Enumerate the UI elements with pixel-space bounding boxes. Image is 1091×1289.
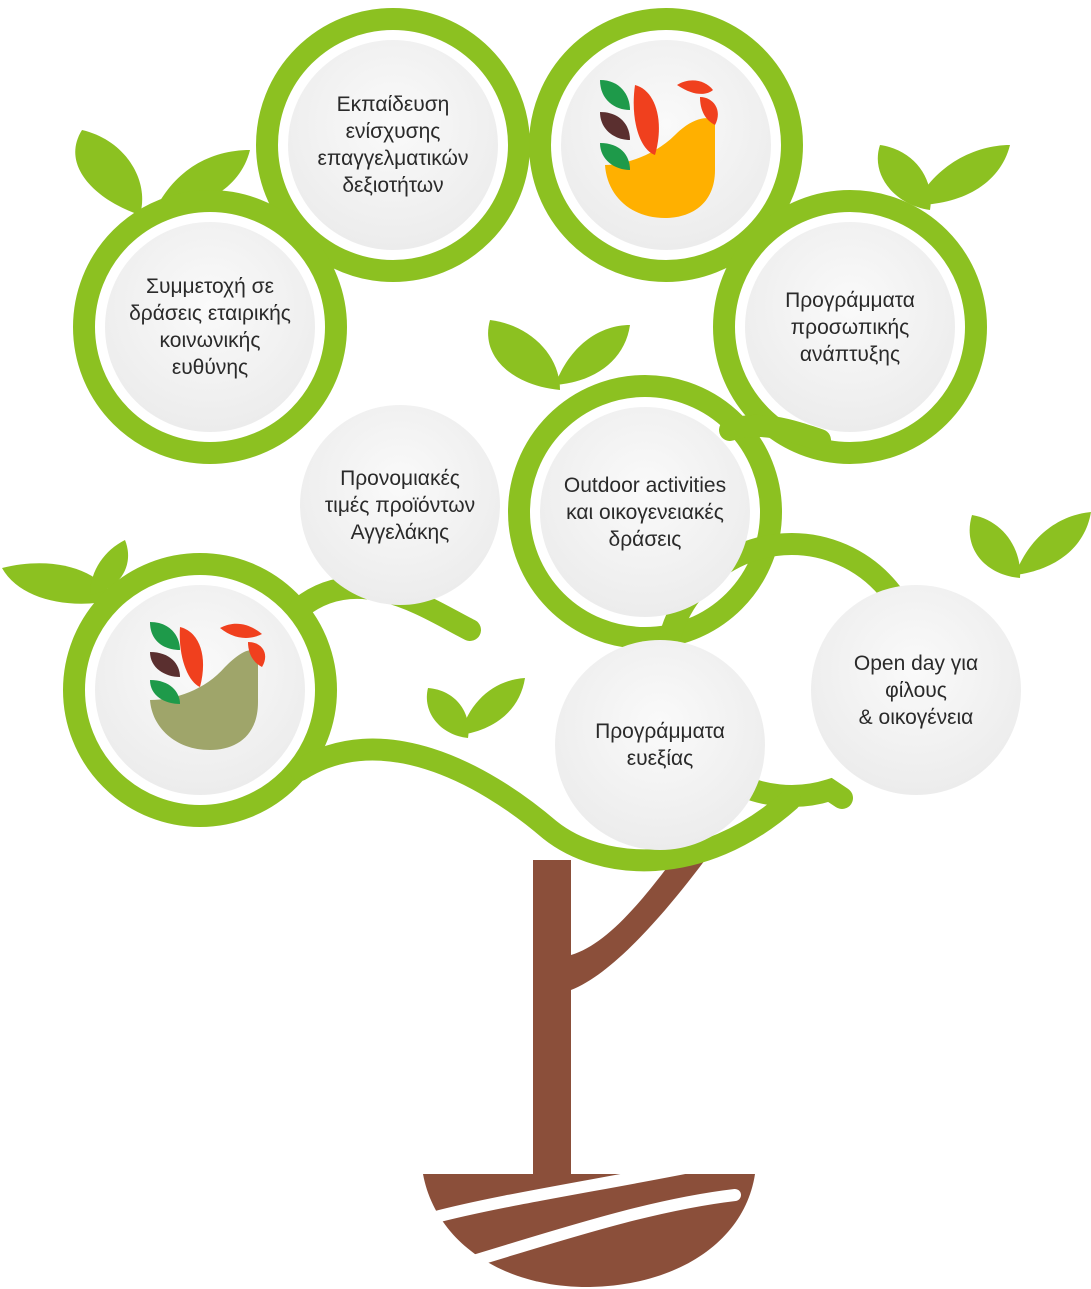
bubble-discounts <box>300 405 500 605</box>
leaf-pair-bottom-middle <box>426 678 525 738</box>
bubble-outdoor <box>540 407 750 617</box>
ring-training <box>256 8 530 282</box>
bubble-training <box>288 40 498 250</box>
tree-trunk <box>533 850 705 1190</box>
soil-mound <box>423 1159 755 1288</box>
ring-csr <box>73 190 347 464</box>
rooster-logo-icon <box>600 80 718 218</box>
leaves <box>2 130 1091 738</box>
bubble-discounts-text: Προνομιακές τιμές προϊόντων Αγγελάκης <box>324 466 476 544</box>
bubble-open-day-text: Open day για φίλους & οικογένεια <box>853 651 979 729</box>
bubble-open-day <box>811 585 1021 795</box>
branch-main-wave <box>289 738 801 872</box>
rooster-logo-icon <box>150 622 266 750</box>
ring-personal-dev <box>713 190 987 464</box>
ring-outdoor <box>508 375 782 649</box>
leaf-pair-center <box>488 320 630 390</box>
bubble-training-text: Εκπαίδευση ενίσχυσης επαγγελματικών δεξι… <box>317 93 469 197</box>
leaf-pair-right <box>877 145 1010 210</box>
bubble-wellness <box>555 640 765 850</box>
bubble-csr <box>105 222 315 432</box>
leaf-pair-bottom-right <box>969 512 1091 578</box>
ring-top-logo <box>529 8 803 282</box>
leaf-pair-left <box>2 540 129 604</box>
bubble-outdoor-text: Outdoor activities και οικογενειακές δρά… <box>563 473 727 551</box>
ring-bottom-logo <box>63 553 337 827</box>
bubble-personal-dev-text: Προγράμματα προσωπικής ανάπτυξης <box>785 288 915 366</box>
bubble-csr-text: Συμμετοχή σε δράσεις εταιρικής κοινωνική… <box>129 275 291 379</box>
branch-right-connector <box>719 414 831 451</box>
branch-lines <box>63 8 987 872</box>
bubble-discs <box>95 40 1021 850</box>
bubble-personal-dev <box>745 222 955 432</box>
bubble-wellness-text: Προγράμματα ευεξίας <box>595 720 725 770</box>
